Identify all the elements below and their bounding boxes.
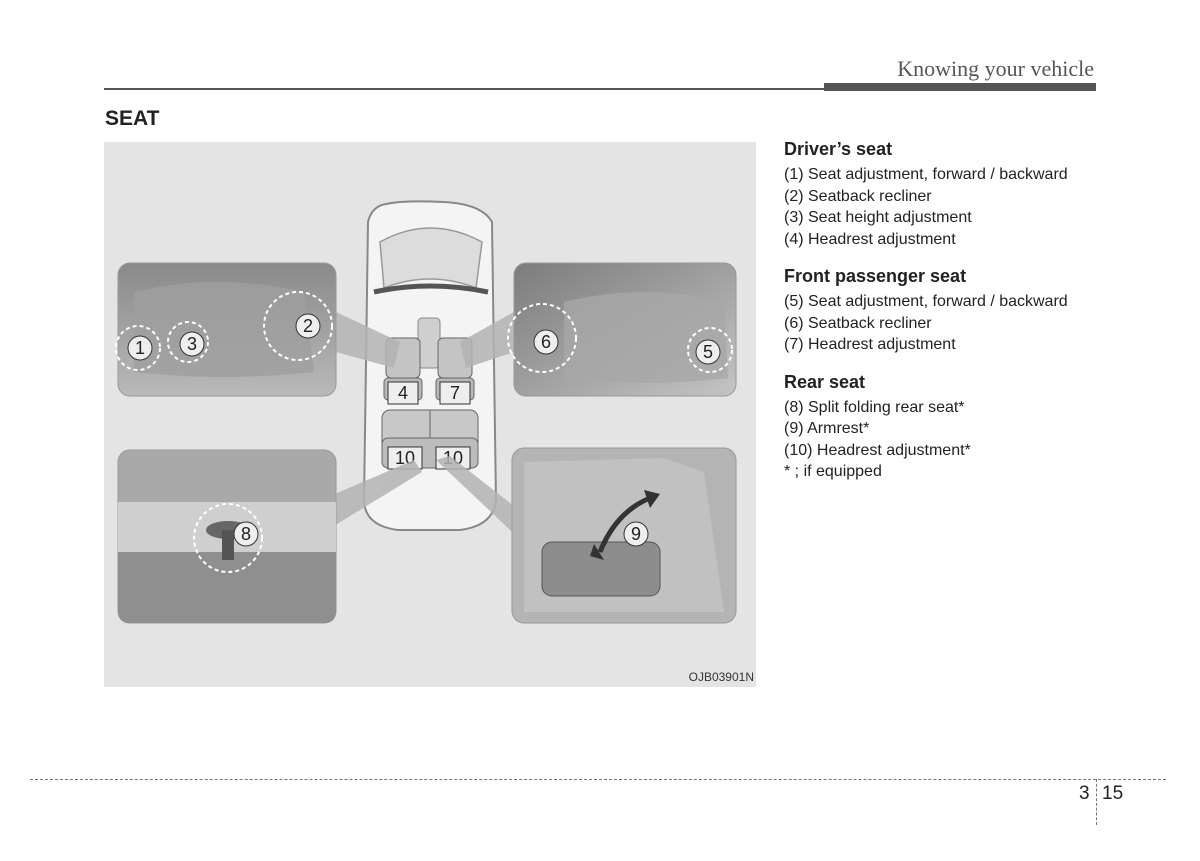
seat-overview-illustration: 4 7 10 10 1 3 2 [104,142,756,687]
svg-text:4: 4 [398,383,408,403]
legend-item: (3) Seat height adjustment [784,209,972,226]
legend-item: (8) Split folding rear seat* [784,398,965,416]
legend-group-passenger: Front passenger seat (5) Seat adjustment… [784,265,1114,356]
svg-text:8: 8 [241,524,251,544]
driver-seat-panel: 1 3 2 [115,262,337,397]
svg-text:7: 7 [450,383,460,403]
svg-text:3: 3 [187,334,197,354]
car-top-view: 4 7 10 10 [362,200,498,531]
header-rule-accent [824,83,1096,91]
svg-text:2: 2 [303,316,313,336]
seat-legend: Driver’s seat (1) Seat adjustment, forwa… [784,138,1114,498]
illustration-graphic: 4 7 10 10 1 3 2 [115,200,737,624]
connector-wedges [316,312,560,562]
section-title: SEAT [105,107,160,130]
legend-item: (4) Headrest adjustment [784,230,956,248]
legend-item: (9) Armrest* [784,420,870,437]
legend-item: (7) Headrest adjustment [784,336,956,353]
legend-item: (6) Seatback recliner [784,314,932,332]
rear-seat-lever-panel: 8 [117,449,337,624]
figure-code: OJB03901N [688,670,754,684]
footer-divider [1096,779,1097,825]
chapter-number: 3 [1079,783,1090,804]
footer-rule [30,779,1166,780]
legend-group-driver: Driver’s seat (1) Seat adjustment, forwa… [784,138,1114,250]
svg-text:5: 5 [703,342,713,362]
armrest-panel: 9 [511,447,737,624]
svg-text:1: 1 [135,338,145,358]
legend-item: * ; if equipped [784,463,882,480]
legend-item: (1) Seat adjustment, forward / backward [784,166,1068,183]
legend-group-rear: Rear seat (8) Split folding rear seat* (… [784,371,1114,483]
page-number: 15 [1102,783,1124,804]
running-header: Knowing your vehicle [897,56,1094,81]
svg-text:6: 6 [541,332,551,352]
legend-heading: Driver’s seat [784,139,893,159]
legend-heading: Front passenger seat [784,266,967,286]
legend-item: (5) Seat adjustment, forward / backward [784,293,1068,310]
legend-item: (2) Seatback recliner [784,187,932,205]
passenger-seat-panel: 6 5 [507,262,737,397]
legend-heading: Rear seat [784,371,866,392]
legend-item: (10) Headrest adjustment* [784,441,971,459]
header-rule [104,88,824,90]
svg-text:9: 9 [631,524,641,544]
